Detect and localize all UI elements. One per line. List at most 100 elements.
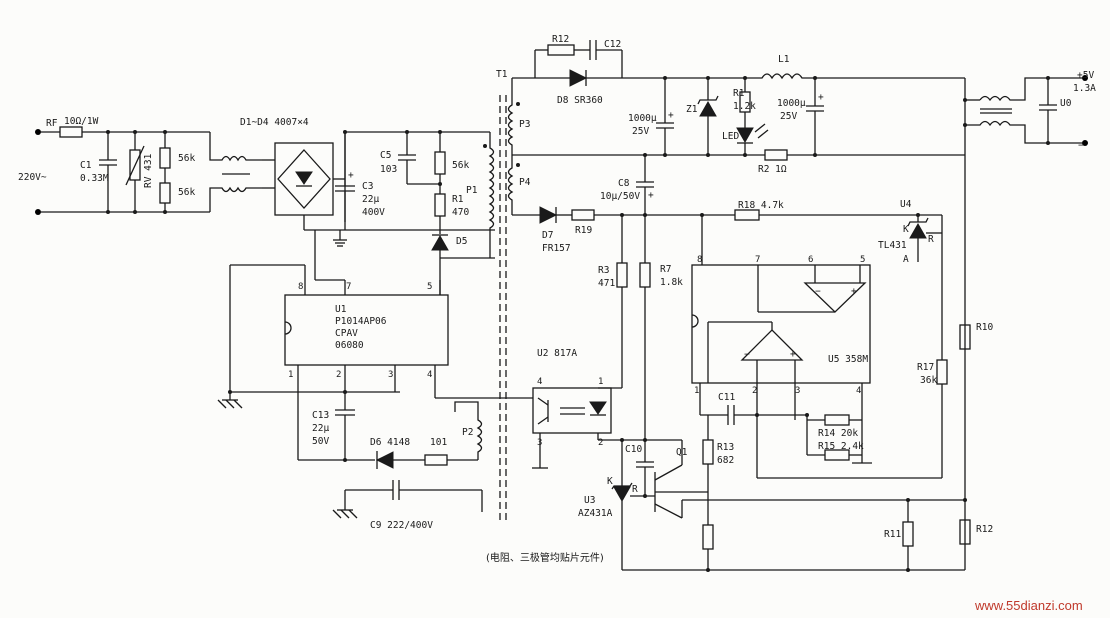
c1-label: C1 — [80, 160, 92, 171]
d8-label: D8 SR360 — [557, 95, 603, 106]
u5-body — [691, 264, 871, 384]
opamp-u5: 8 7 6 5 1 2 3 4 U5 358M − + − + — [691, 215, 871, 478]
rf-label: RF — [46, 118, 58, 129]
r1s-value: 1.2k — [733, 101, 756, 112]
cout2-value: 1000μ — [777, 98, 806, 109]
opamp-b-minus: − — [815, 286, 821, 297]
c5-value: 103 — [380, 164, 397, 175]
inductor-l1 — [755, 73, 965, 80]
u2-pin2: 2 — [598, 438, 603, 448]
opamp-b-plus: + — [851, 286, 857, 297]
output-negative-label: − — [1078, 140, 1084, 151]
compensation-network: C11 R14 20k R15 2.4k — [700, 392, 872, 464]
opamp-b-icon — [803, 282, 867, 313]
u1-pin3: 3 — [388, 370, 393, 380]
ic-u1: U1 P1014AP06 CPAV 06080 8 7 5 1 2 3 4 — [217, 264, 533, 460]
transformer-p1-winding — [488, 132, 495, 258]
q1-label: Q1 — [676, 447, 688, 458]
choke-winding-bottom — [209, 186, 262, 212]
primary-side: + C3 22μ 400V C5 103 56k R1 470 D5 — [314, 130, 495, 295]
vcc-aux: C13 22μ 50V D6 4148 101 P2 C9 222/400V — [298, 401, 483, 531]
opamp-a-plus: + — [790, 349, 796, 360]
tl431-u4-icon — [909, 222, 927, 239]
r19-label: R19 — [575, 225, 592, 236]
c3-plus: + — [348, 170, 354, 181]
u3-r: R — [632, 484, 638, 495]
input-voltage-label: 220V~ — [18, 172, 47, 183]
l1-label: L1 — [778, 54, 790, 65]
t1-label: T1 — [496, 69, 508, 80]
resistor-r12-divider — [959, 519, 971, 545]
c11-label: C11 — [718, 392, 735, 403]
diode-d8-icon — [569, 69, 588, 87]
resistor-r2 — [764, 149, 788, 161]
u1-label: U1 — [335, 304, 347, 315]
r1s-label: R1 — [733, 88, 745, 99]
c8-label: C8 — [618, 178, 630, 189]
u5-pin3: 3 — [795, 386, 800, 396]
u5-label: U5 358M — [828, 354, 868, 365]
resistor-r3 — [616, 262, 628, 288]
r14-label: R14 20k — [818, 428, 858, 439]
r13-label: R13 — [717, 442, 734, 453]
feedback-supply: P4 D7 FR157 R19 R18 4.7k + C8 10μ/50V R3… — [507, 155, 993, 479]
input-terminal-top — [35, 129, 41, 135]
c8-value: 10μ/50V — [600, 191, 640, 202]
resistor-r12-snubber — [547, 44, 575, 56]
u5-pin5: 5 — [860, 255, 865, 265]
opto-led-icon — [589, 401, 607, 415]
d6-label: D6 4148 — [370, 437, 410, 448]
r11-label: R11 — [884, 529, 901, 540]
cout2-voltage: 25V — [780, 111, 797, 122]
optocoupler-u2: U2 817A 4 1 3 2 — [532, 348, 645, 469]
output-choke-bottom — [965, 120, 1082, 144]
resistor-r13 — [702, 439, 714, 465]
z1-label: Z1 — [686, 104, 698, 115]
transformer-p2-winding — [454, 401, 483, 460]
u1-line2: CPAV — [335, 328, 358, 339]
r17-value: 36k — [920, 375, 937, 386]
c13-value2: 50V — [312, 436, 329, 447]
r12-top-label: R12 — [552, 34, 569, 45]
u0-label: U0 — [1060, 98, 1072, 109]
resistor-r11 — [902, 521, 914, 547]
u1-pin1: 1 — [288, 370, 293, 380]
u1-notch — [284, 321, 292, 335]
bridge-diode-icon — [295, 171, 313, 185]
output-current-label: 1.3A — [1073, 83, 1096, 94]
zener-z1-icon — [699, 100, 717, 117]
u2-body — [532, 387, 612, 434]
r101-value: 101 — [430, 437, 447, 448]
u1-line1: P1014AP06 — [335, 316, 387, 327]
regulation-stage: K R U3 AZ431A C10 Q1 R13 682 R11 — [578, 415, 993, 572]
u5-pin7: 7 — [755, 255, 760, 265]
input-terminal-bottom — [35, 209, 41, 215]
resistor-r14 — [824, 414, 850, 426]
diode-d5-icon — [431, 234, 449, 251]
led-label: LED — [722, 131, 739, 142]
r56b-value: 56k — [178, 187, 195, 198]
u5-pin8: 8 — [697, 255, 702, 265]
diode-d7-icon — [539, 206, 558, 224]
u2-pin4: 4 — [537, 377, 542, 387]
r1p-label: R1 — [452, 194, 464, 205]
input-section: RF 10Ω/1W 220V~ C1 0.33M RV 431 56k 56k — [18, 116, 262, 215]
r56a-value: 56k — [178, 153, 195, 164]
resistor-r18 — [734, 209, 760, 221]
r3-label: R3 — [598, 265, 609, 276]
secondary-side: P3 R12 C12 D8 SR360 + 1000μ 25V Z1 — [507, 34, 1096, 570]
r3-value: 471 — [598, 278, 615, 289]
u3-k: K — [607, 476, 613, 487]
r12-bottom-label: R12 — [976, 524, 993, 535]
opamp-a-minus: − — [744, 349, 750, 360]
r13-value: 682 — [717, 455, 734, 466]
d5-label: D5 — [456, 236, 467, 247]
output-terminal-positive — [1082, 75, 1088, 81]
led-icon — [736, 127, 754, 144]
smd-note: (电阻、三极管均贴片元件) — [486, 551, 604, 564]
c3-label: C3 — [362, 181, 373, 192]
choke-winding-top — [209, 132, 262, 162]
resistor-r19 — [571, 209, 595, 221]
c3-value2: 400V — [362, 207, 385, 218]
cout1-plus: + — [668, 110, 674, 121]
